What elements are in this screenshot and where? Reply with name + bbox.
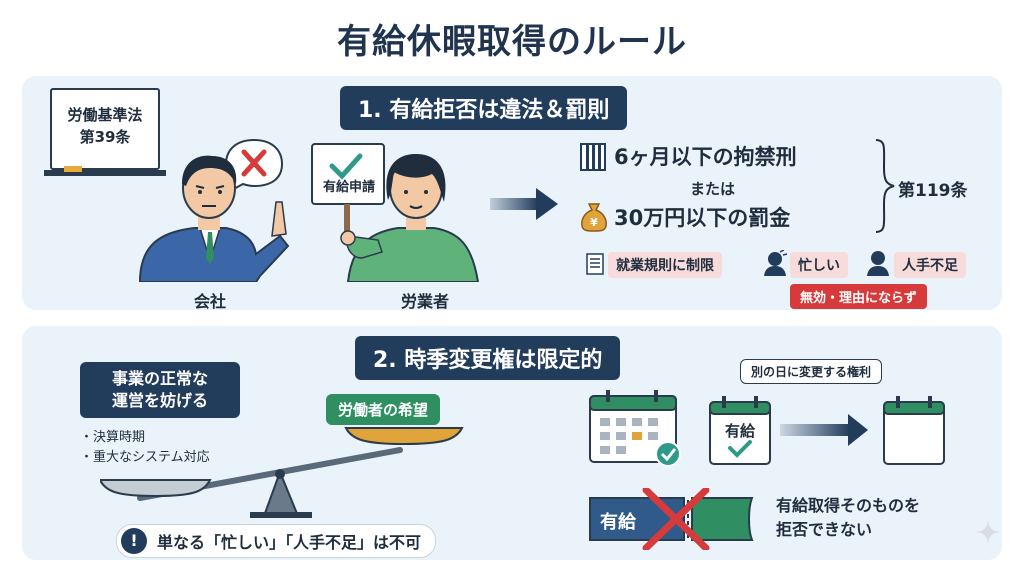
law-board: 労働基準法 第39条 (50, 88, 160, 170)
business-reason-line2: 運営を妨げる (111, 391, 208, 410)
sign-text: 有給申請 (322, 180, 375, 195)
or-text: または (690, 180, 736, 198)
article-label: 第119条 (898, 181, 968, 201)
change-right-bubble: 別の日に変更する権利 (740, 359, 883, 384)
business-reason-box: 事業の正常な 運営を妨げる (80, 362, 240, 418)
arrow-right-icon-2 (780, 414, 868, 446)
arrow-right-icon (490, 188, 558, 220)
document-icon (586, 253, 604, 275)
worker-label: 労業者 (400, 292, 449, 311)
tag-work-rules: 就業規則に制限 (608, 252, 722, 278)
money-bag-icon: ¥ (581, 203, 607, 232)
eraser-icon (64, 166, 82, 172)
tag-busy: 忙しい (790, 252, 848, 278)
sparkle-icon (976, 520, 1000, 544)
board-tray (44, 170, 166, 176)
section-2-heading: 2. 時季変更権は限定的 (355, 336, 621, 380)
ticket-label: 有給 (600, 512, 636, 533)
company-label: 会社 (193, 292, 226, 311)
balance-scale-icon (100, 427, 464, 518)
cannot-refuse-line2: 拒否できない (776, 520, 873, 539)
cannot-refuse-text: 有給取得そのものを 拒否できない (776, 494, 920, 542)
business-reason-line1: 事業の正常な (111, 369, 208, 388)
company-man-icon (138, 155, 290, 282)
tag-shortage: 人手不足 (894, 252, 966, 278)
leave-calendar-label: 有給 (724, 422, 755, 440)
penalty-prison: 6ヶ月以下の拘禁刑 (614, 145, 797, 169)
new-date-calendar-icon (883, 396, 945, 465)
brace-icon (875, 139, 895, 233)
worker-woman-icon (311, 143, 480, 282)
calendar-grid-icon (589, 390, 681, 467)
invalid-note: 無効・理由にならず (790, 284, 927, 309)
leave-ticket-icon (589, 488, 754, 550)
prison-bars-icon (580, 143, 606, 171)
worker-wish-box: 労働者の希望 (326, 394, 441, 425)
bullet-settlement: ・決算時期 (80, 430, 146, 445)
person-icon (867, 251, 889, 276)
warning-text: 単なる「忙しい」「人手不足」は不可 (157, 533, 422, 552)
law-article: 第39条 (79, 128, 131, 146)
bullet-system: ・重大なシステム対応 (80, 450, 210, 465)
penalty-fine: 30万円以下の罰金 (614, 206, 791, 230)
stressed-person-icon (764, 250, 788, 276)
warning-pill: ! 単なる「忙しい」「人手不足」は不可 (116, 524, 437, 558)
law-name: 労働基準法 (67, 106, 143, 124)
cannot-refuse-line1: 有給取得そのものを (776, 496, 921, 515)
section-1-heading: 1. 有給拒否は違法＆罰則 (340, 86, 628, 130)
leave-calendar-icon (709, 396, 771, 465)
page-title: 有給休暇取得のルール (337, 22, 687, 62)
exclamation-icon: ! (121, 528, 147, 554)
svg-text:¥: ¥ (590, 216, 598, 229)
